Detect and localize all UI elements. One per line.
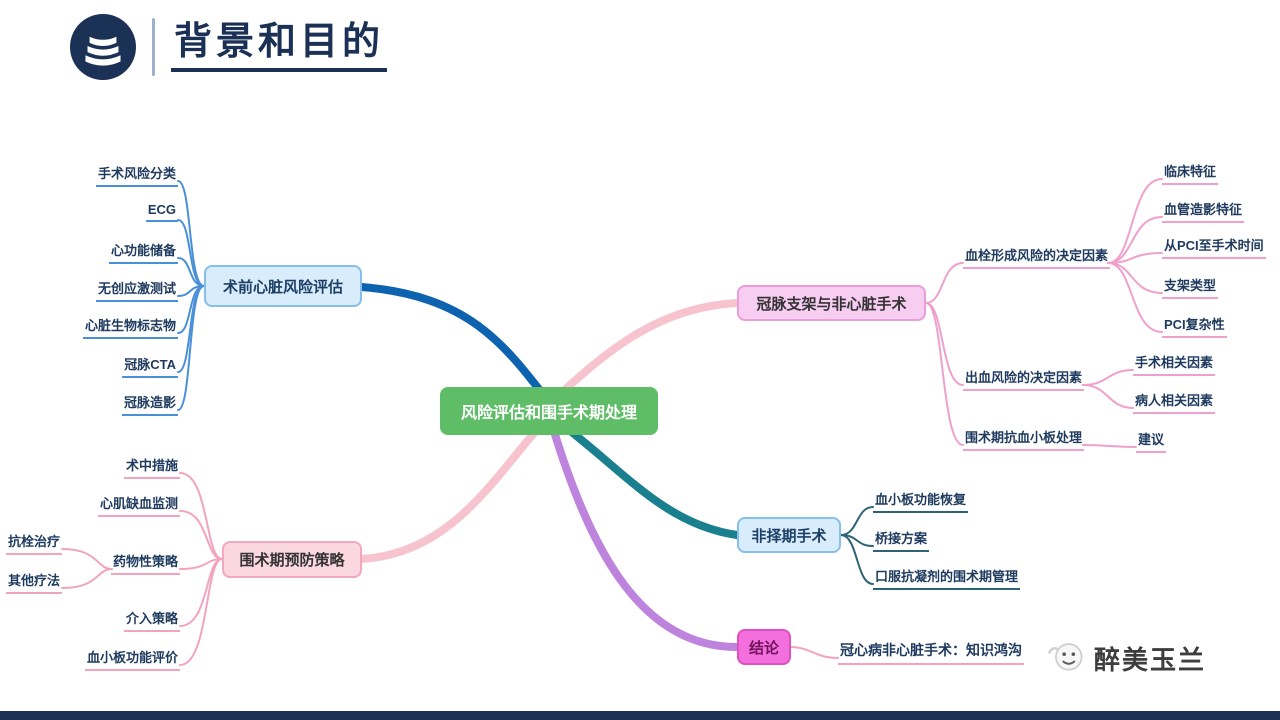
mindmap-leaf: 心肌缺血监测 [97,493,180,517]
branch-line-preop [358,283,556,410]
watermark-logo-icon [1044,636,1088,681]
mindmap-leaf: 手术风险分类 [95,163,178,187]
mindmap-leaf: 术中措施 [123,455,180,479]
mindmap-leaf: 血管造影特征 [1162,199,1245,223]
mindmap-leaf: 无创应激测试 [95,278,178,302]
watermark-text: 醉美玉兰 [1094,645,1207,675]
mindmap-leaf: 手术相关因素 [1133,352,1216,376]
mindmap-leaf: 血小板功能评价 [84,647,180,671]
header: 背景和目的 [70,14,388,80]
branch-line-stent [545,299,741,408]
watermark: 醉美玉兰 [1044,636,1206,681]
mindmap-leaf: 出血风险的决定因素 [963,367,1085,391]
mindmap-leaf: 抗栓治疗 [5,531,62,555]
mindmap-leaf: 桥接方案 [873,528,930,552]
mindmap-leaf: 支架类型 [1162,275,1219,299]
branch-line-conclusion [549,424,741,651]
prevention-fan [61,472,223,666]
branch-line-prevention [358,410,556,563]
mindmap-leaf: 冠脉造影 [121,392,178,416]
stent-fan [925,178,1163,448]
mindmap-leaf: 心脏生物标志物 [82,315,178,339]
node-conclusion: 结论 [737,629,791,665]
mindmap-leaf: 其他疗法 [5,570,62,594]
mindmap-leaf: 临床特征 [1162,161,1219,185]
mindmap-leaf: 血小板功能恢复 [873,489,969,513]
mindmap-leaf: 介入策略 [123,608,180,632]
mindmap-leaf: 冠脉CTA [122,354,178,378]
mindmap-leaf: 病人相关因素 [1133,390,1216,414]
urgent-fan [840,506,874,585]
preop-fan [177,180,205,411]
mindmap-leaf: 建议 [1136,429,1167,453]
node-urgent-surgery: 非择期手术 [737,517,841,553]
branch-line-urgent [547,412,741,539]
header-divider [152,18,155,76]
node-preop-assessment: 术前心脏风险评估 [204,265,362,307]
mindmap-leaf: 心功能储备 [108,240,178,264]
mindmap-center-node: 风险评估和围手术期处理 [440,387,658,435]
mindmap-leaf: PCI复杂性 [1162,314,1227,338]
node-prevention-strategy: 围术期预防策略 [222,541,362,578]
bottom-bar [0,711,1280,720]
conclusion-fan [790,646,839,659]
mindmap-leaf: 药物性策略 [110,551,180,575]
mindmap-leaf: 血栓形成风险的决定因素 [963,245,1111,269]
mindmap-leaf: 从PCI至手术时间 [1162,235,1266,259]
mindmap-leaf: ECG [145,202,178,222]
mindmap-leaf: 围术期抗血小板处理 [963,427,1085,451]
node-stent-surgery: 冠脉支架与非心脏手术 [737,285,926,321]
mindmap-leaf: 冠心病非心脏手术：知识鸿沟 [838,640,1024,665]
books-icon [70,14,136,80]
page-title: 背景和目的 [171,21,388,73]
mindmap-leaf: 口服抗凝剂的围术期管理 [873,566,1021,590]
